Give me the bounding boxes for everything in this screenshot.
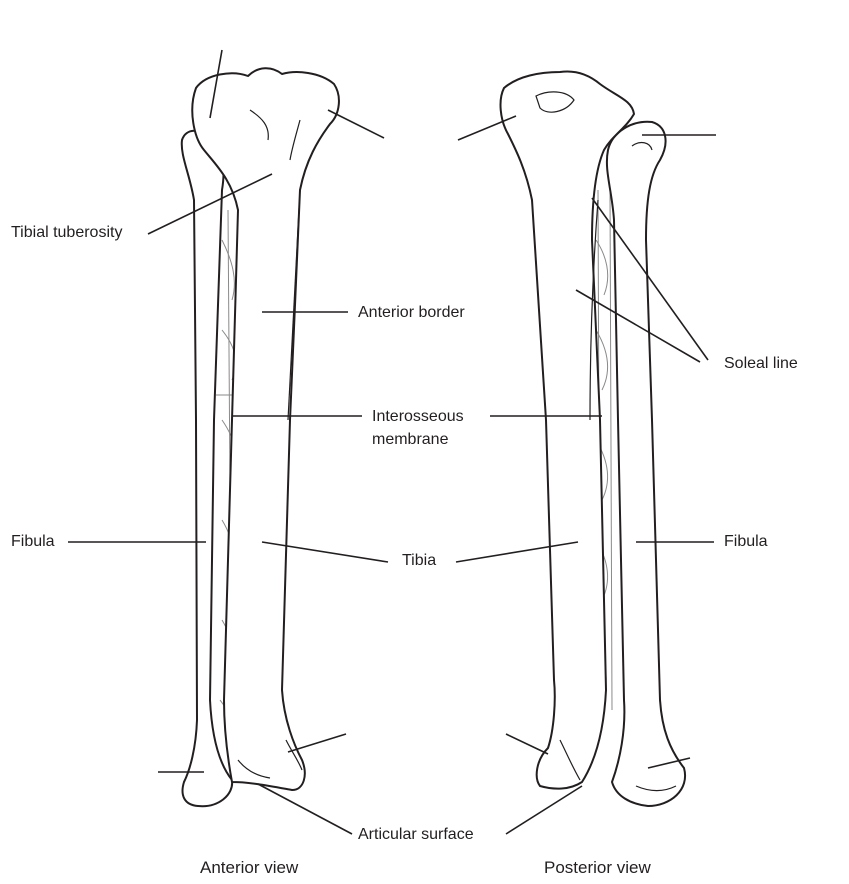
posterior-tibia <box>499 70 635 790</box>
posterior-view <box>499 70 687 807</box>
label-tibial-tuberosity: Tibial tuberosity <box>11 224 123 241</box>
posterior-fibula <box>605 120 687 807</box>
label-soleal-line: Soleal line <box>724 355 798 372</box>
label-tibia: Tibia <box>402 552 437 569</box>
label-anterior-border: Anterior border <box>358 304 465 321</box>
anterior-view <box>180 67 340 808</box>
caption-anterior-view: Anterior view <box>200 858 299 877</box>
label-articular-surface: Articular surface <box>358 826 474 843</box>
label-interosseous-line2: membrane <box>372 431 449 448</box>
anterior-tibia <box>191 67 340 791</box>
label-interosseous-line1: Interosseous <box>372 408 464 425</box>
label-fibula-right: Fibula <box>724 533 768 550</box>
caption-posterior-view: Posterior view <box>544 858 651 877</box>
label-fibula-left: Fibula <box>11 533 55 550</box>
leader-lines <box>68 49 716 835</box>
